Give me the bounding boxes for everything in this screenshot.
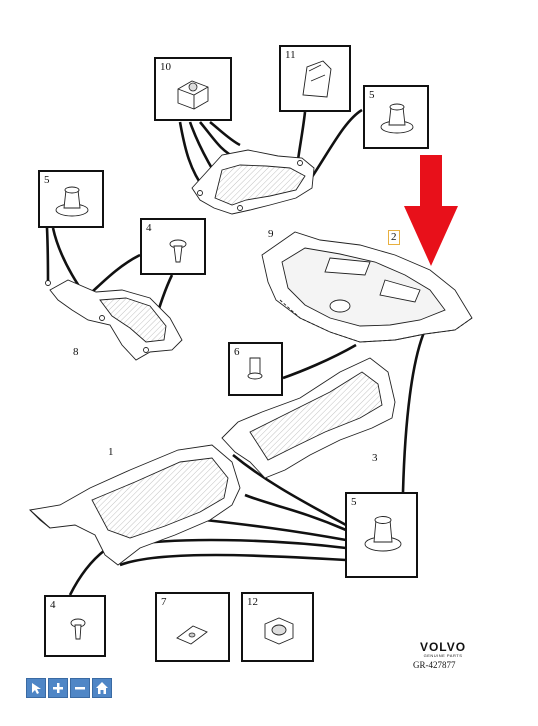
part-box-7: 7 (155, 592, 230, 662)
part-box-4-bottom: 4 (44, 595, 106, 657)
rivet-icon (169, 239, 187, 263)
cursor-icon (32, 683, 41, 694)
part-box-5-top: 5 (363, 85, 429, 149)
callout-1: 1 (108, 446, 114, 458)
part-9-shield (191, 149, 315, 215)
part-box-label: 12 (247, 596, 258, 608)
part-3-shield (221, 357, 396, 479)
part-box-label: 5 (351, 496, 357, 508)
callout-9: 9 (268, 228, 274, 240)
speed-nut-icon (176, 625, 208, 645)
part-box-5-bottom: 5 (345, 492, 418, 578)
part-8-shield (45, 279, 183, 361)
part-box-label: 5 (44, 174, 50, 186)
home-button[interactable] (92, 678, 112, 698)
part-box-label: 5 (369, 89, 375, 101)
brand-subtitle: GENUINE PARTS (423, 653, 463, 658)
nut-icon (264, 617, 294, 645)
part-box-label: 6 (234, 346, 240, 358)
zoom-in-button[interactable] (48, 678, 68, 698)
zoom-out-button[interactable] (70, 678, 90, 698)
home-icon (96, 682, 108, 694)
callout-3: 3 (372, 452, 378, 464)
push-clip-icon (380, 103, 414, 134)
part-2-undertray (261, 231, 473, 343)
part-box-label: 7 (161, 596, 167, 608)
callout-8: 8 (73, 346, 79, 358)
highlight-arrow-icon (404, 155, 458, 266)
leader-lines (45, 108, 427, 596)
part-box-11: 11 (279, 45, 351, 112)
part-1-shield (29, 444, 241, 566)
part-box-label: 4 (50, 599, 56, 611)
zoom-in-icon (53, 683, 63, 693)
clip-nut-icon (177, 80, 209, 110)
clip-bracket-icon (302, 60, 332, 98)
volvo-logo: VOLVO GENUINE PARTS (408, 640, 478, 658)
part-box-4-mid: 4 (140, 218, 206, 275)
push-clip-icon (55, 186, 89, 217)
part-box-6: 6 (228, 342, 283, 396)
push-clip-icon (364, 516, 402, 552)
zoom-out-icon (75, 687, 85, 690)
part-box-label: 10 (160, 61, 171, 73)
cursor-button[interactable] (26, 678, 46, 698)
rivet-icon (70, 618, 86, 640)
part-box-5-left: 5 (38, 170, 104, 228)
part-box-12: 12 (241, 592, 314, 662)
viewer-toolbar (26, 678, 112, 698)
bolt-icon (247, 357, 263, 380)
part-box-10: 10 (154, 57, 232, 121)
part-box-label: 4 (146, 222, 152, 234)
brand-name: VOLVO (419, 640, 467, 654)
diagram-reference: GR-427877 (413, 660, 456, 670)
part-box-label: 11 (285, 49, 296, 61)
callout-2: 2 (388, 230, 400, 245)
